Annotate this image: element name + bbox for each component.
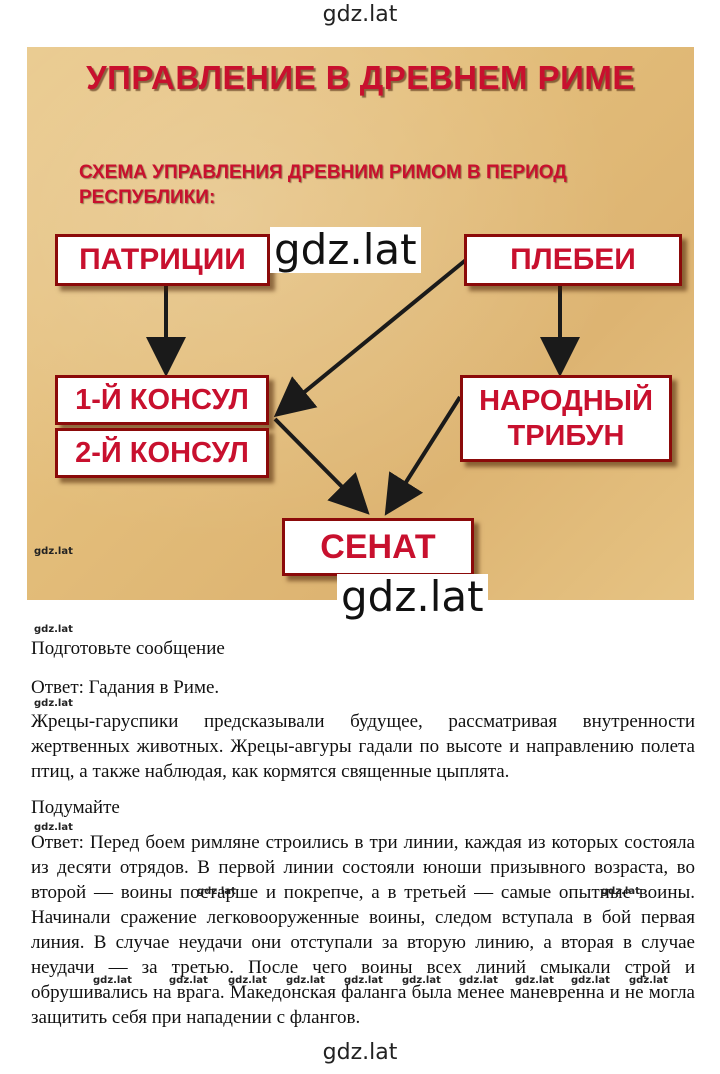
watermark-bottom: gdz.lat (322, 1040, 398, 1065)
diagram-title: УПРАВЛЕНИЕ В ДРЕВНЕМ РИМЕ (86, 59, 635, 96)
answer1-title: Ответ: Гадания в Риме. (31, 677, 220, 698)
think-heading: Подумайте (31, 797, 120, 818)
watermark-small: gdz.lat (93, 975, 132, 986)
prepare-heading: Подготовьте сообщение (31, 638, 225, 659)
box-consul-2: 2-Й КОНСУЛ (55, 428, 269, 478)
watermark-center: gdz.lat (270, 227, 421, 273)
watermark-diagram-bottom: gdz.lat (337, 574, 488, 620)
box-patricians: ПАТРИЦИИ (55, 234, 270, 286)
watermark-small: gdz.lat (402, 975, 441, 986)
arrow-tribune-senate (384, 395, 462, 516)
watermark-small: gdz.lat (571, 975, 610, 986)
watermark-small: gdz.lat (34, 624, 73, 635)
watermark-small: gdz.lat (629, 975, 668, 986)
watermark-small: gdz.lat (286, 975, 325, 986)
watermark-top: gdz.lat (322, 2, 398, 27)
answer1-body: Жрецы-гаруспики предсказывали будущее, р… (31, 711, 695, 782)
watermark-small: gdz.lat (197, 886, 236, 897)
diagram-arrows (146, 257, 580, 516)
watermark-small: gdz.lat (169, 975, 208, 986)
watermark-small: gdz.lat (34, 698, 73, 709)
watermark-small: gdz.lat (34, 546, 73, 557)
box-tribune: НАРОДНЫЙ ТРИБУН (460, 375, 672, 462)
answer2-body: Ответ: Перед боем римляне строились в тр… (31, 832, 695, 1028)
arrow-consul-senate (273, 417, 370, 515)
box-plebeians: ПЛЕБЕИ (464, 234, 682, 286)
watermark-small: gdz.lat (34, 822, 73, 833)
watermark-small: gdz.lat (228, 975, 267, 986)
arrow-plebeians-consul (273, 257, 469, 418)
diagram-subtitle: СХЕМА УПРАВЛЕНИЯ ДРЕВНИМ РИМОМ В ПЕРИОД … (79, 162, 567, 208)
watermark-small: gdz.lat (459, 975, 498, 986)
box-consul-1: 1-Й КОНСУЛ (55, 375, 269, 425)
watermark-small: gdz.lat (344, 975, 383, 986)
box-senate: СЕНАТ (282, 518, 474, 576)
watermark-small: gdz.lat (601, 886, 640, 897)
watermark-small: gdz.lat (515, 975, 554, 986)
government-diagram: УПРАВЛЕНИЕ В ДРЕВНЕМ РИМЕ СХЕМА УПРАВЛЕН… (27, 47, 694, 600)
